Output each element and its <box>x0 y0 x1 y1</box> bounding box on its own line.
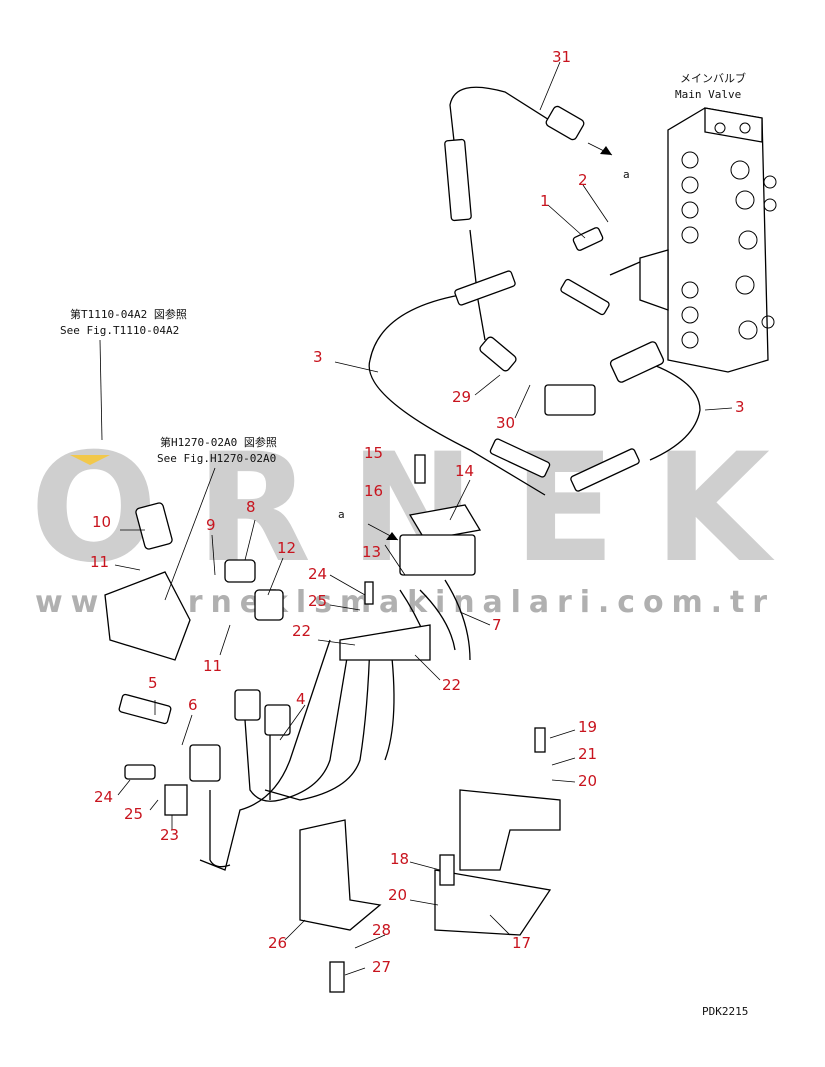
drawing-code: PDK2215 <box>702 1005 748 1018</box>
callout-5: 5 <box>148 674 158 692</box>
leader-lines <box>99 61 733 976</box>
callout-17: 17 <box>512 934 531 952</box>
callout-19: 19 <box>578 718 597 736</box>
callout-3-right: 3 <box>735 398 745 416</box>
callout-30: 30 <box>496 414 515 432</box>
callout-22-right: 22 <box>442 676 461 694</box>
see-fig-t-jp: 第T1110-04A2 図参照 <box>70 307 187 321</box>
ref-a-mid: a <box>338 508 345 521</box>
callout-25-mid: 25 <box>308 592 327 610</box>
callout-15: 15 <box>364 444 383 462</box>
annotations: メインバルブ Main Valve 第T1110-04A2 図参照 See Fi… <box>60 71 748 1018</box>
callout-27: 27 <box>372 958 391 976</box>
callouts: 31 2 1 3 3 29 30 15 16 14 13 24 25 22 7 … <box>90 48 745 976</box>
ref-a-top: a <box>623 168 630 181</box>
main-valve-en: Main Valve <box>675 88 741 101</box>
callout-25-low: 25 <box>124 805 143 823</box>
callout-8: 8 <box>246 498 256 516</box>
callout-20-left: 20 <box>388 886 407 904</box>
callout-24-mid: 24 <box>308 565 327 583</box>
callout-6: 6 <box>188 696 198 714</box>
see-fig-h-jp: 第H1270-02A0 図参照 <box>160 435 277 449</box>
callout-16: 16 <box>364 482 383 500</box>
callout-13: 13 <box>362 543 381 561</box>
callout-28: 28 <box>372 921 391 939</box>
callout-4: 4 <box>296 690 306 708</box>
main-valve <box>639 107 777 373</box>
callout-1: 1 <box>540 192 550 210</box>
callout-29: 29 <box>452 388 471 406</box>
callout-11-right: 11 <box>203 657 222 675</box>
callout-7: 7 <box>492 616 502 634</box>
callout-24-low: 24 <box>94 788 113 806</box>
callout-22-left: 22 <box>292 622 311 640</box>
watermark-accent-icon <box>70 455 110 465</box>
main-valve-jp: メインバルブ <box>680 71 746 85</box>
callout-3-left: 3 <box>313 348 323 366</box>
callout-11-left: 11 <box>90 553 109 571</box>
callout-2: 2 <box>578 171 588 189</box>
callout-20-right: 20 <box>578 772 597 790</box>
callout-18: 18 <box>390 850 409 868</box>
callout-31: 31 <box>552 48 571 66</box>
callout-12: 12 <box>277 539 296 557</box>
callout-23: 23 <box>160 826 179 844</box>
see-fig-h-en: See Fig.H1270-02A0 <box>157 452 276 465</box>
callout-21: 21 <box>578 745 597 763</box>
components <box>104 105 665 993</box>
callout-26: 26 <box>268 934 287 952</box>
see-fig-t-en: See Fig.T1110-04A2 <box>60 324 179 337</box>
callout-9: 9 <box>206 516 216 534</box>
callout-14: 14 <box>455 462 474 480</box>
callout-10: 10 <box>92 513 111 531</box>
